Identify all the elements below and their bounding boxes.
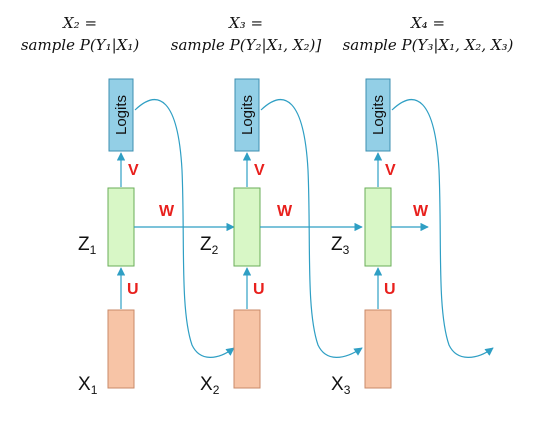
- input-sub-3: 3: [344, 383, 351, 397]
- logits-label-2: Logits: [239, 95, 256, 135]
- v-label-1: V: [128, 162, 139, 179]
- svg-text:Z2: Z2: [200, 234, 219, 257]
- logits-box-1: [108, 78, 134, 152]
- input-box-2: [233, 309, 261, 389]
- hidden-state-sub-3: 3: [343, 243, 350, 257]
- hidden-state-label-1: Z: [78, 234, 90, 255]
- formula-line1-step-1: X₂ =: [62, 14, 97, 32]
- input-box-3: [364, 309, 392, 389]
- w-label-1: W: [159, 203, 175, 220]
- svg-text:X3: X3: [331, 374, 351, 397]
- u-label-1: U: [127, 281, 139, 298]
- feedback-curve-1: [134, 99, 235, 358]
- hidden-state-box-3: [364, 187, 392, 267]
- w-label-3: W: [413, 203, 429, 220]
- hidden-state-sub-1: 1: [90, 243, 97, 257]
- svg-text:Z3: Z3: [331, 234, 350, 257]
- formula-line2-step-2: sample P(Y₂|X₁, X₂)]: [171, 36, 322, 54]
- v-label-2: V: [254, 162, 265, 179]
- logits-label-1: Logits: [113, 95, 130, 135]
- input-sub-2: 2: [213, 383, 220, 397]
- logits-label-3: Logits: [370, 95, 387, 135]
- hidden-state-box-2: [233, 187, 261, 267]
- input-sub-1: 1: [91, 383, 98, 397]
- hidden-state-box-1: [107, 187, 135, 267]
- svg-text:X2: X2: [200, 374, 220, 397]
- u-label-2: U: [253, 281, 265, 298]
- logits-box-2: [234, 78, 260, 152]
- feedback-curve-2: [260, 99, 363, 358]
- input-label-1: X: [78, 374, 91, 395]
- svg-text:Z1: Z1: [78, 234, 97, 257]
- svg-text:X1: X1: [78, 374, 98, 397]
- formula-line1-step-3: X₄ =: [410, 14, 445, 32]
- input-label-3: X: [331, 374, 344, 395]
- input-box-1: [107, 309, 135, 389]
- v-label-3: V: [385, 162, 396, 179]
- time-step-3: X₄ = sample P(Y₃|X₁, X₂, X₃) Logits V Z3…: [331, 14, 514, 397]
- formula-line1-step-2: X₃ =: [228, 14, 263, 32]
- time-step-1: X₂ = sample P(Y₁|X₁) Logits V Z1 U X1 W: [21, 14, 235, 397]
- w-label-2: W: [277, 203, 293, 220]
- hidden-state-sub-2: 2: [212, 243, 219, 257]
- input-label-2: X: [200, 374, 213, 395]
- formula-line2-step-1: sample P(Y₁|X₁): [21, 36, 140, 54]
- hidden-state-label-2: Z: [200, 234, 212, 255]
- hidden-state-label-3: Z: [331, 234, 343, 255]
- logits-box-3: [365, 78, 391, 152]
- feedback-curve-3: [391, 99, 494, 358]
- u-label-3: U: [384, 281, 396, 298]
- time-step-2: X₃ = sample P(Y₂|X₁, X₂)] Logits V Z2 U …: [171, 14, 363, 397]
- formula-line2-step-3: sample P(Y₃|X₁, X₂, X₃): [343, 36, 514, 54]
